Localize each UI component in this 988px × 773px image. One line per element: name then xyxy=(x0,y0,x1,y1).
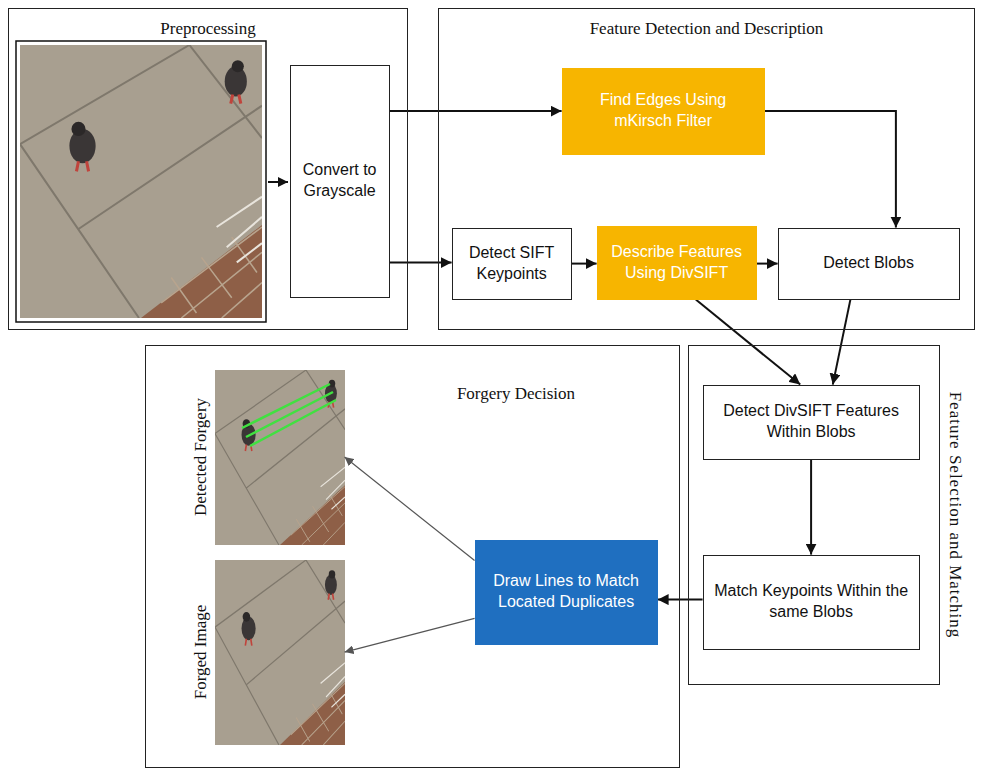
process-box: Convert to Grayscale xyxy=(290,65,390,298)
forged-photo xyxy=(215,560,345,745)
flow-arrow xyxy=(696,300,800,385)
box-label: Detect Blobs xyxy=(823,253,914,274)
box-label: Detect DivSIFT Features Within Blobs xyxy=(712,401,911,443)
image-caption: Forged Image xyxy=(191,560,211,745)
panel-frame: Forgery DecisionDetected ForgeryForged I… xyxy=(145,345,680,768)
flow-arrow xyxy=(345,618,475,652)
input-photo xyxy=(20,45,262,318)
flow-arrow xyxy=(390,110,562,112)
flow-arrow xyxy=(658,599,703,601)
process-box: Find Edges Using mKirsch Filter xyxy=(562,68,765,155)
image-node: Forged Image xyxy=(215,560,345,745)
process-box: Detect SIFT Keypoints xyxy=(452,228,572,300)
match-lines xyxy=(242,384,336,446)
panel-frame: PreprocessingConvert to Grayscale xyxy=(8,8,408,330)
process-box: Detect DivSIFT Features Within Blobs xyxy=(703,385,920,460)
detected-photo xyxy=(215,370,345,545)
process-box: Draw Lines to Match Located Duplicates xyxy=(475,540,658,645)
panel-frame: Feature Detection and DescriptionFind Ed… xyxy=(438,8,975,330)
flow-arrow xyxy=(757,263,778,265)
flow-arrow xyxy=(390,262,452,264)
process-box: Match Keypoints Within the same Blobs xyxy=(703,555,920,650)
flow-arrow xyxy=(765,111,896,227)
flow-arrow xyxy=(572,263,597,265)
flow-arrow xyxy=(810,460,812,555)
image-node: Detected Forgery xyxy=(215,370,345,545)
panel-title: Forgery Decision xyxy=(457,384,575,404)
box-label: Convert to Grayscale xyxy=(299,160,381,202)
image-caption: Detected Forgery xyxy=(191,370,211,545)
panel-title: Feature Selection and Matching xyxy=(945,346,965,684)
process-box: Detect Blobs xyxy=(778,228,960,300)
panel-title: Feature Detection and Description xyxy=(439,19,974,39)
input-arrow xyxy=(268,181,288,183)
process-box: Describe Features Using DivSIFT xyxy=(597,226,757,300)
panel-title: Preprocessing xyxy=(9,19,407,39)
panel-frame: Feature Selection and MatchingDetect Div… xyxy=(688,345,940,685)
flow-arrow xyxy=(833,300,851,385)
flow-arrow xyxy=(345,457,475,561)
photo-frame xyxy=(16,41,266,322)
box-label: Draw Lines to Match Located Duplicates xyxy=(483,571,650,613)
box-label: Describe Features Using DivSIFT xyxy=(605,242,749,284)
box-label: Match Keypoints Within the same Blobs xyxy=(712,581,911,623)
box-label: Find Edges Using mKirsch Filter xyxy=(570,90,757,132)
box-label: Detect SIFT Keypoints xyxy=(461,243,563,285)
